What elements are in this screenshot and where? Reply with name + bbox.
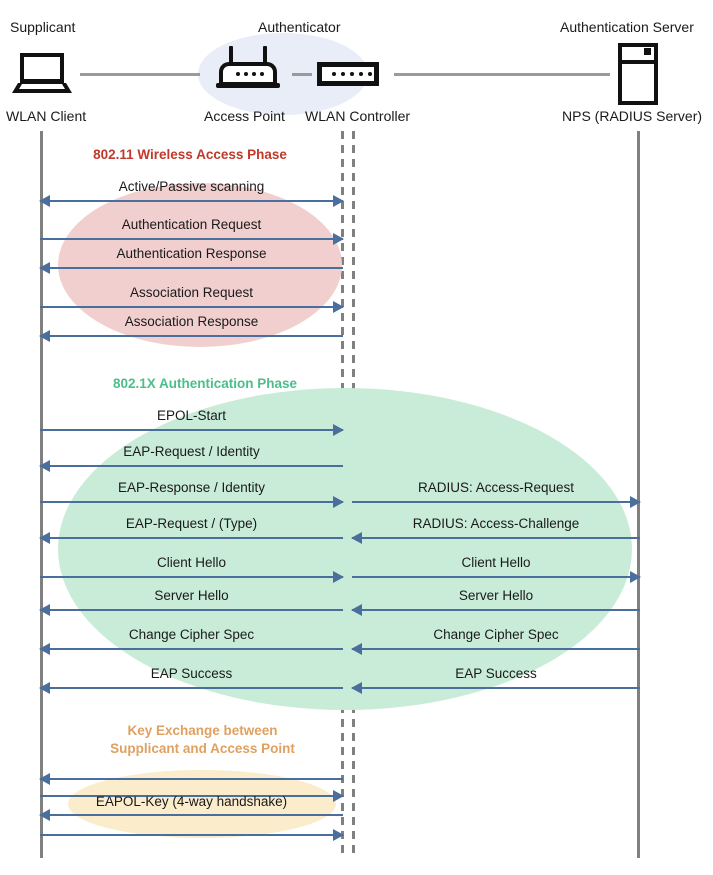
message-label: Authentication Request [121, 217, 262, 232]
message-label: Server Hello [154, 588, 229, 603]
lifeline-supplicant [40, 131, 43, 858]
phase-8021x-highlight [58, 388, 632, 710]
arrowhead-left-icon [351, 643, 362, 655]
message-label: EAPOL-Key (4-way handshake) [95, 794, 288, 809]
actor-device-wlan-client: WLAN Client [6, 108, 87, 124]
actor-role-authentication-server: Authentication Server [560, 19, 694, 35]
phase-title-key-exchange-line1: Key Exchange between [127, 723, 278, 738]
arrowhead-left-icon [39, 682, 50, 694]
message-label: Change Cipher Spec [128, 627, 255, 642]
actor-role-authenticator: Authenticator [258, 19, 341, 35]
arrowhead-left-icon [39, 262, 50, 274]
arrowhead-left-icon [351, 532, 362, 544]
arrowhead-right-icon [630, 496, 641, 508]
message-label: EAP-Request / (Type) [125, 516, 258, 531]
arrowhead-right-icon [333, 301, 344, 313]
arrowhead-right-icon [333, 829, 344, 841]
arrowhead-left-icon [39, 773, 50, 785]
message-label: EPOL-Start [156, 408, 227, 423]
arrowhead-left-icon [39, 809, 50, 821]
actor-device-nps-radius-server: NPS (RADIUS Server) [562, 108, 703, 124]
arrowhead-left-icon [39, 460, 50, 472]
link-client-to-ap [80, 73, 200, 76]
arrowhead-right-icon [333, 233, 344, 245]
lifeline-radius-server [637, 131, 640, 858]
arrowhead-right-icon [333, 195, 344, 207]
message-label: Active/Passive scanning [118, 179, 265, 194]
arrowhead-left-icon [351, 682, 362, 694]
arrowhead-right-icon [333, 790, 344, 802]
phase-title-key-exchange-line2: Supplicant and Access Point [110, 741, 295, 756]
message-label: RADIUS: Access-Challenge [412, 516, 580, 531]
message-label: Client Hello [156, 555, 227, 570]
phase-title-80211: 802.11 Wireless Access Phase [93, 147, 287, 162]
message-label: Association Request [129, 285, 254, 300]
arrowhead-left-icon [39, 195, 50, 207]
message-label: Server Hello [458, 588, 534, 603]
laptop-icon [12, 53, 72, 95]
link-ap-to-controller [292, 73, 312, 76]
arrowhead-right-icon [630, 571, 641, 583]
message-label: Change Cipher Spec [433, 627, 559, 642]
arrowhead-right-icon [333, 571, 344, 583]
arrowhead-right-icon [333, 496, 344, 508]
message-label: Association Response [124, 314, 259, 329]
server-tower-icon [618, 43, 658, 105]
message-label: EAP-Response / Identity [117, 480, 266, 495]
arrowhead-left-icon [39, 604, 50, 616]
link-controller-to-server [394, 73, 610, 76]
message-label: EAP Success [150, 666, 233, 681]
phase-80211-highlight [58, 183, 342, 347]
phase-title-8021x: 802.1X Authentication Phase [112, 376, 298, 391]
network-controller-icon [317, 62, 379, 86]
actor-device-access-point: Access Point [204, 108, 285, 124]
message-label: Client Hello [461, 555, 531, 570]
arrowhead-left-icon [39, 330, 50, 342]
arrowhead-left-icon [39, 643, 50, 655]
arrowhead-right-icon [333, 424, 344, 436]
wireless-router-icon [216, 46, 280, 92]
arrowhead-left-icon [351, 604, 362, 616]
arrowhead-left-icon [39, 532, 50, 544]
message-label: EAP-Request / Identity [123, 444, 260, 459]
message-label: EAP Success [455, 666, 537, 681]
actor-device-wlan-controller: WLAN Controller [305, 108, 411, 124]
actor-role-supplicant: Supplicant [10, 19, 76, 35]
message-label: Authentication Response [116, 246, 267, 261]
message-label: RADIUS: Access-Request [417, 480, 575, 495]
phase-key-exchange-highlight [68, 770, 336, 838]
